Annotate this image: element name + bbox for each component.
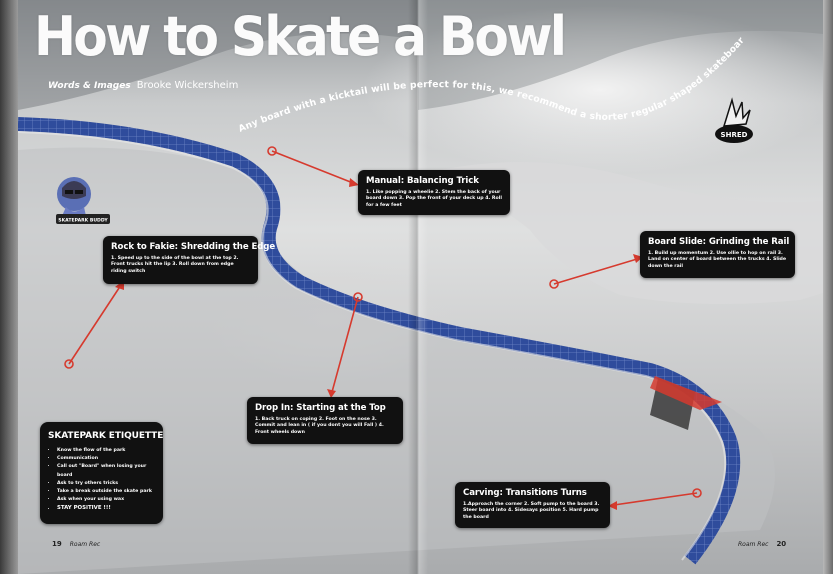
shred-sticker: SHRED <box>715 97 753 143</box>
byline-label: Words & Images <box>48 81 131 91</box>
tip-title: Board Slide: Grinding the Rail <box>648 237 790 247</box>
byline-author: Brooke Wickersheim <box>136 80 239 91</box>
tip-body: 1. Build up momentum 2. Use ollie to hop… <box>648 251 787 269</box>
tip-card-board-slide: Board Slide: Grinding the Rail 1. Build … <box>640 231 795 278</box>
magazine-name-left: Roam Rec <box>69 541 101 548</box>
list-item: Communication <box>57 455 155 463</box>
list-item: Take a break outside the skate park <box>57 488 155 496</box>
page-edge-left <box>0 0 18 574</box>
tip-title: Rock to Fakie: Shredding the Edge <box>111 242 276 252</box>
list-item: Call out "Board" when losing your board <box>57 463 155 479</box>
skatepark-etiquette-box: SKATEPARK ETIQUETTE Know the flow of the… <box>40 422 163 524</box>
sticker-left-text: SKATEPARK BUDDY <box>58 218 108 224</box>
tip-body: 1.Approach the corner 2. Soft pump to th… <box>463 502 600 520</box>
sticker-left: SKATEPARK BUDDY <box>56 177 110 224</box>
tip-card-rock-to-fakie: Rock to Fakie: Shredding the Edge 1. Spe… <box>103 236 276 284</box>
shred-sticker-text: SHRED <box>721 131 748 139</box>
center-gutter <box>408 0 428 574</box>
list-item: Ask when your using wax <box>57 496 155 504</box>
page-number-right: 20 <box>776 540 787 548</box>
etiquette-list: Know the flow of the park Communication … <box>48 447 155 513</box>
tip-title: Carving: Transitions Turns <box>463 488 587 498</box>
tip-title: Manual: Balancing Trick <box>366 176 479 186</box>
tip-title: Drop In: Starting at the Top <box>255 403 386 413</box>
article-title: How to Skate a Bowl <box>34 5 567 68</box>
tip-card-manual: Manual: Balancing Trick 1. Like popping … <box>358 170 510 215</box>
tip-body: 1. Speed up to the side of the bowl at t… <box>111 256 239 274</box>
tip-body: 1. Like popping a wheelie 2. Stem the ba… <box>366 190 502 208</box>
page-number-left: 19 <box>52 540 62 548</box>
list-item: STAY POSITIVE !!! <box>57 504 155 512</box>
tip-card-drop-in: Drop In: Starting at the Top 1. Back tru… <box>247 397 403 444</box>
folio-left: 19 Roam Rec <box>52 540 100 548</box>
tip-card-carving: Carving: Transitions Turns 1.Approach th… <box>455 482 610 528</box>
list-item: Ask to try others tricks <box>57 480 155 488</box>
magazine-name-right: Roam Rec <box>738 541 769 548</box>
page-edge-right <box>823 0 833 574</box>
list-item: Know the flow of the park <box>57 447 155 455</box>
etiquette-title: SKATEPARK ETIQUETTE <box>48 431 164 441</box>
folio-right: Roam Rec 20 <box>738 540 786 548</box>
byline: Words & Images Brooke Wickersheim <box>48 80 238 91</box>
tip-body: 1. Back truck on coping 2. Foot on the n… <box>255 417 384 435</box>
